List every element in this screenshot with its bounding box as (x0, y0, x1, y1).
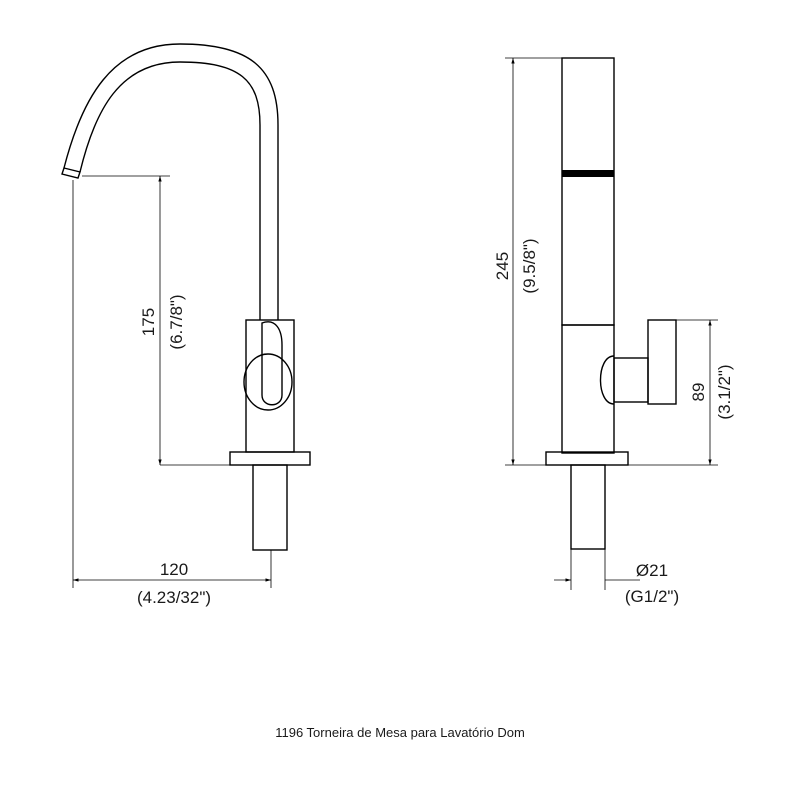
dimension-handle-height: 89 (3.1/2") (628, 319, 734, 466)
dimension-reach: 120 (4.23/32") (72, 180, 272, 607)
dim-89-inch: (3.1/2") (715, 364, 734, 419)
dim-89-mm: 89 (689, 383, 708, 402)
dim-245-mm: 245 (493, 252, 512, 280)
dim-175-mm: 175 (139, 308, 158, 336)
dim-175-inch: (6.7/8") (167, 294, 186, 349)
drawing-caption: 1196 Torneira de Mesa para Lavatório Dom (275, 725, 525, 740)
dimension-total-height: 245 (9.5/8") (493, 57, 562, 466)
dim-21-inch: (G1/2") (625, 587, 679, 606)
dimension-thread: Ø21 (G1/2") (554, 549, 679, 606)
dim-120-mm: 120 (160, 560, 188, 579)
dim-21-mm: Ø21 (636, 561, 668, 580)
faucet-front-view (545, 57, 677, 550)
dim-245-inch: (9.5/8") (520, 238, 539, 293)
dim-120-inch: (4.23/32") (137, 588, 211, 607)
faucet-side-view (61, 43, 311, 551)
dimension-height-spout: 175 (6.7/8") (82, 175, 230, 466)
